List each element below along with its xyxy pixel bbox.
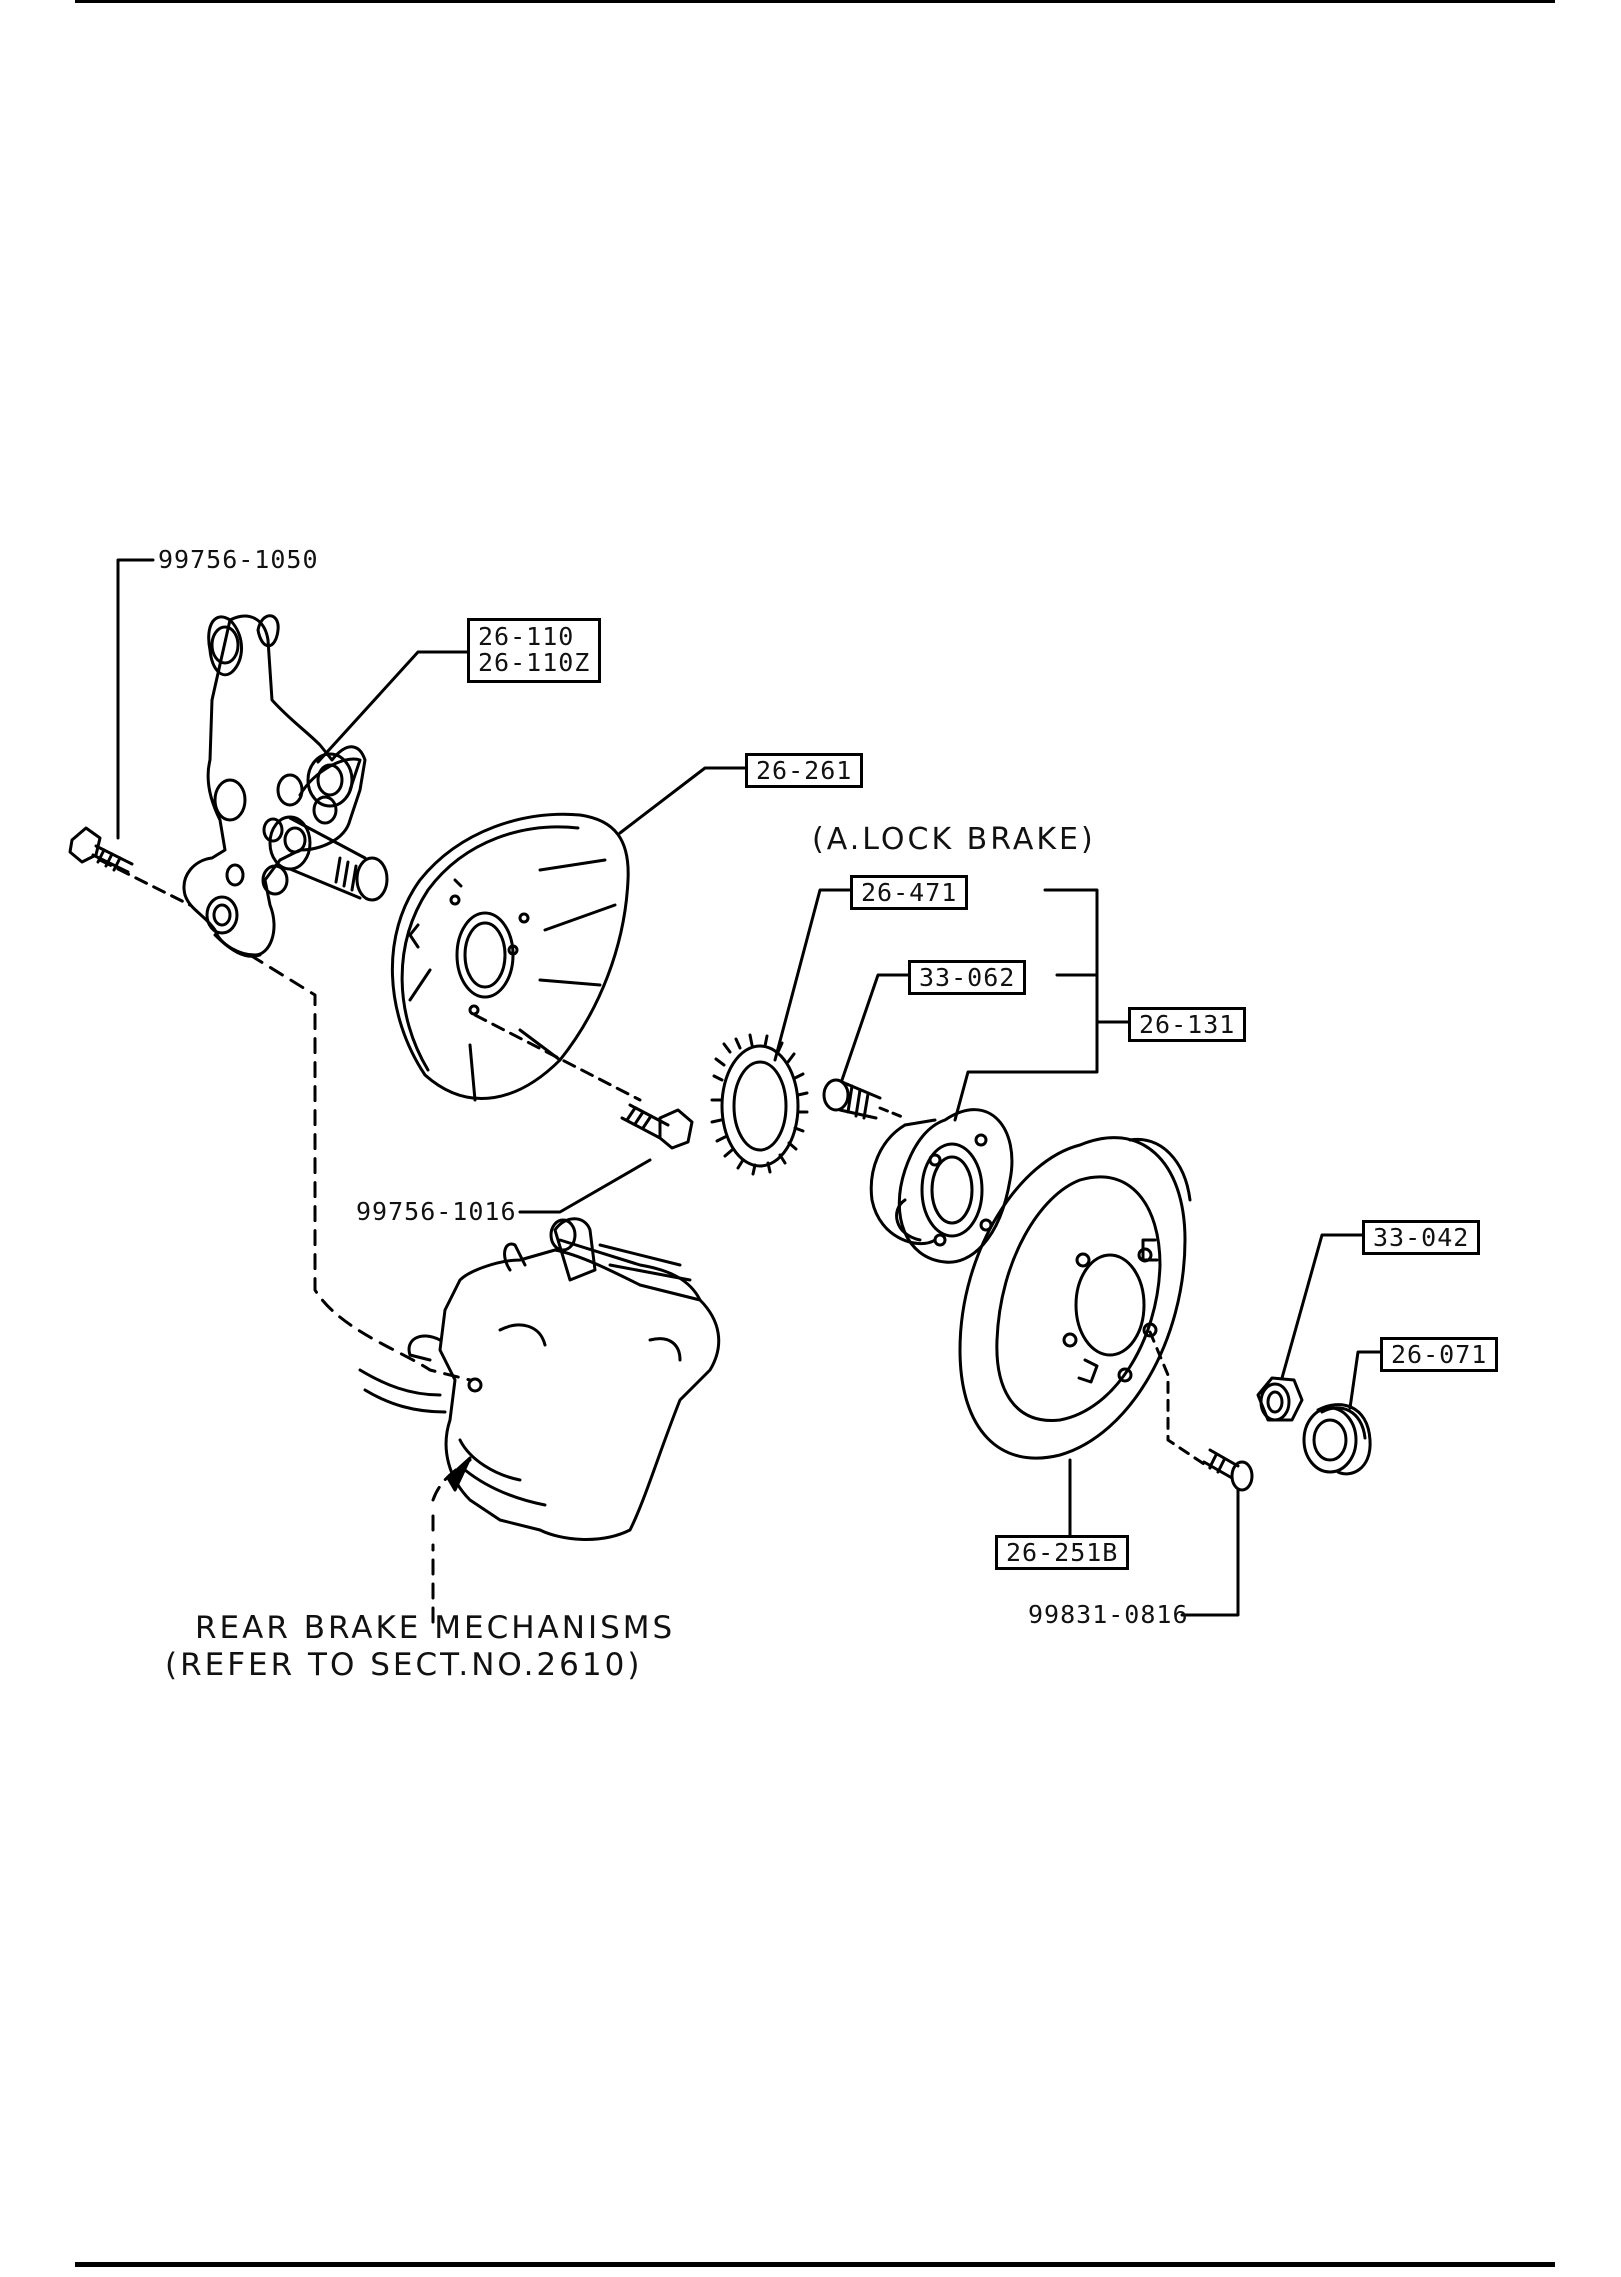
lock-nut-icon xyxy=(1256,1376,1304,1422)
sensor-rotor-icon xyxy=(710,1033,809,1176)
part-box-sensor-rotor[interactable]: 26-471 xyxy=(850,875,969,910)
part-number-knuckle-z: 26-110Z xyxy=(478,648,591,678)
dust-cover-icon xyxy=(390,812,630,1102)
knuckle-icon xyxy=(182,614,389,958)
top-rule xyxy=(75,0,1555,3)
part-label-backing-plate-bolt[interactable]: 99756-1016 xyxy=(356,1197,517,1226)
part-box-hub-assy[interactable]: 26-131 xyxy=(1128,1007,1247,1042)
part-box-knuckle[interactable]: 26-110 26-110Z xyxy=(467,618,602,683)
brake-disc-icon xyxy=(958,1136,1192,1460)
wheel-hub-icon xyxy=(869,1108,1014,1264)
backing-plate-bolt-icon xyxy=(620,1103,694,1150)
part-label-knuckle-bolt[interactable]: 99756-1050 xyxy=(158,545,319,574)
hub-cap-icon xyxy=(1302,1403,1372,1476)
rear-brake-note-line2: (REFER TO SECT.NO.2610) xyxy=(165,1647,643,1684)
part-box-disc[interactable]: 26-251B xyxy=(995,1535,1130,1570)
abs-note: (A.LOCK BRAKE) xyxy=(812,822,1096,857)
bottom-rule xyxy=(75,2262,1555,2267)
disc-screw-icon xyxy=(1202,1448,1254,1492)
hub-bolt-icon xyxy=(822,1078,882,1120)
part-label-disc-screw[interactable]: 99831-0816 xyxy=(1028,1600,1189,1629)
rear-brake-note-line1: REAR BRAKE MECHANISMS xyxy=(195,1610,676,1646)
rear-brake-note: REAR BRAKE MECHANISMS (REFER TO SECT.NO.… xyxy=(165,1610,675,1684)
part-box-lock-nut[interactable]: 33-042 xyxy=(1362,1220,1481,1255)
part-box-hub-cap[interactable]: 26-071 xyxy=(1380,1337,1499,1372)
part-number-knuckle: 26-110 xyxy=(478,622,575,651)
part-box-hub-bolt[interactable]: 33-062 xyxy=(908,960,1027,995)
knuckle-bolt-icon xyxy=(68,826,134,874)
part-box-dust-cover[interactable]: 26-261 xyxy=(745,753,864,788)
rear-brake-caliper-icon xyxy=(358,1217,721,1541)
